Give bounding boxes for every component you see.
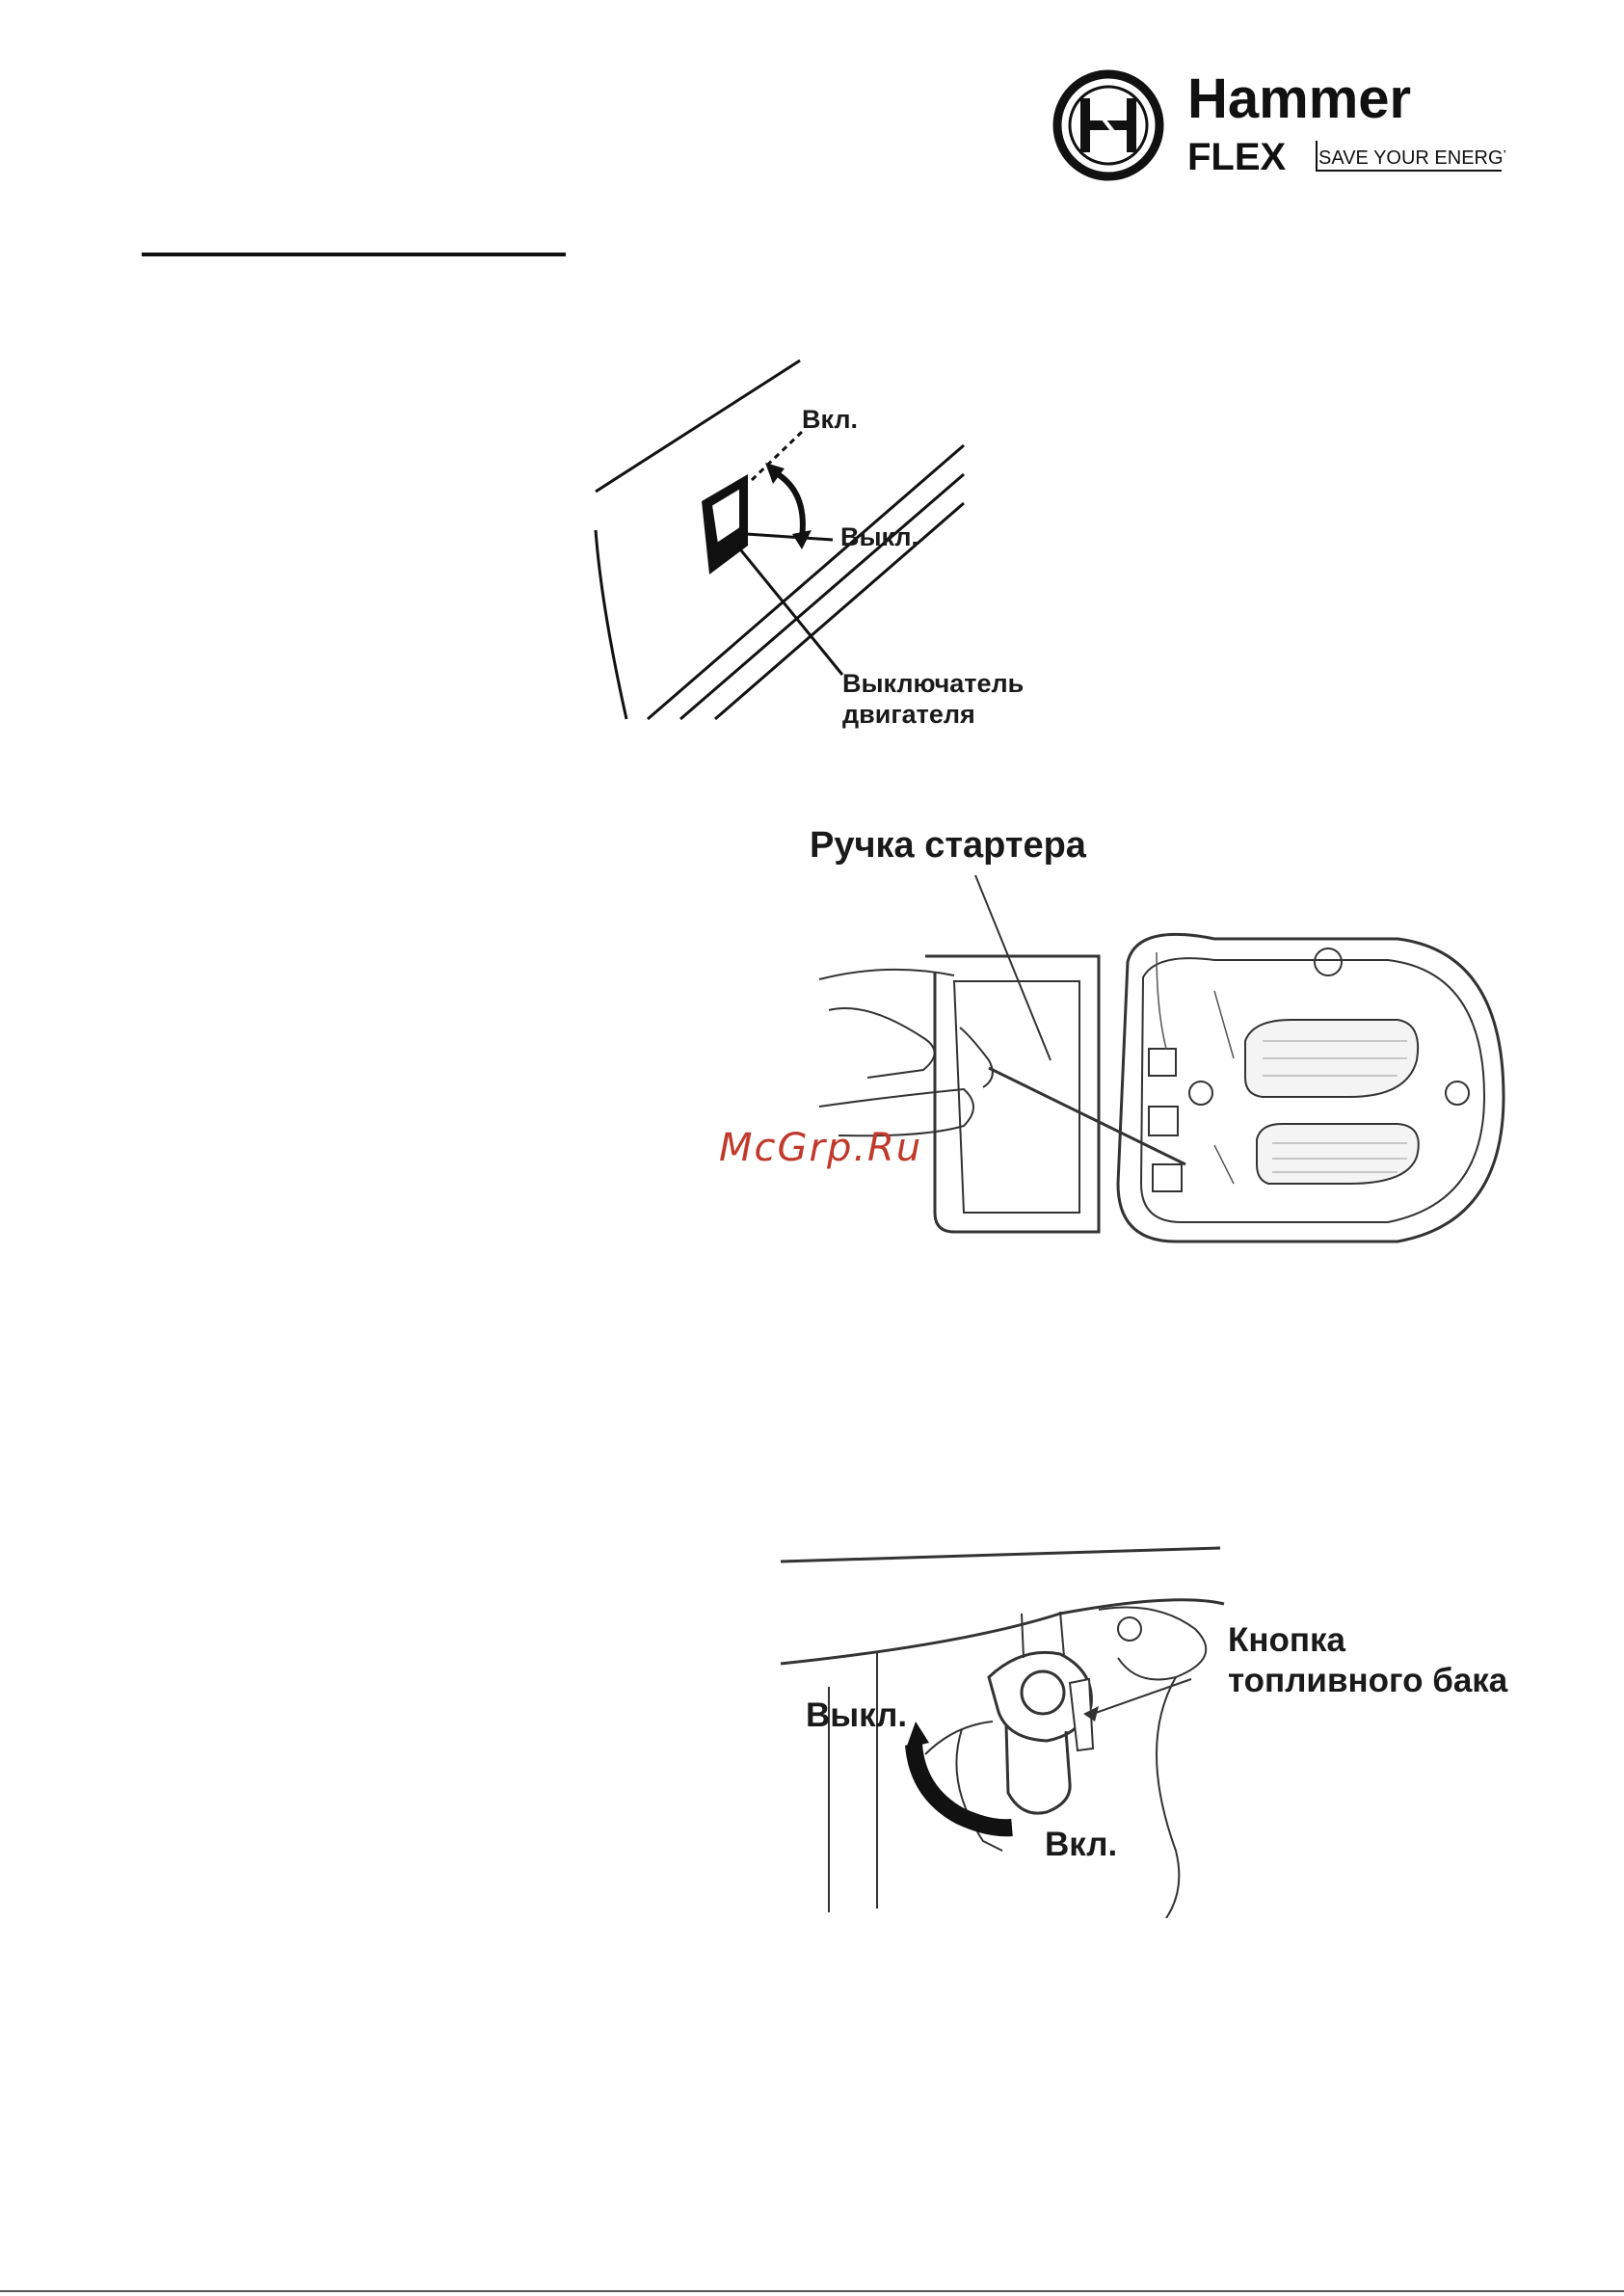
footer-line [0, 2290, 1624, 2292]
fuel-button-label-line2: топливного бака [1228, 1662, 1507, 1700]
brand-tagline: SAVE YOUR ENERGY [1318, 147, 1505, 169]
switch-off-label: Выкл. [840, 522, 918, 552]
engine-switch-label-line1: Выключатель [842, 669, 1024, 699]
fuel-on-label: Вкл. [1045, 1826, 1117, 1864]
figure-starter-handle: Ручка стартера [810, 817, 1523, 1251]
starter-handle-drawing [810, 817, 1523, 1251]
section-heading-rule [142, 253, 566, 256]
hammer-flex-logo: Hammer FLEX SAVE YOUR ENERGY [1052, 69, 1505, 183]
fuel-button-label-line1: Кнопка [1228, 1621, 1345, 1660]
fuel-off-label: Выкл. [806, 1696, 907, 1735]
figure-engine-switch: Вкл. Выкл. Выключатель двигателя [588, 357, 1070, 733]
brand-sub: FLEX [1187, 136, 1287, 178]
watermark-text: McGrp.Ru [719, 1126, 922, 1170]
engine-switch-label-line2: двигателя [842, 700, 975, 730]
brand-name: Hammer [1187, 69, 1411, 130]
switch-on-label: Вкл. [802, 405, 858, 435]
figure-fuel-tank-button: Кнопка топливного бака Выкл. Вкл. [771, 1533, 1542, 1918]
